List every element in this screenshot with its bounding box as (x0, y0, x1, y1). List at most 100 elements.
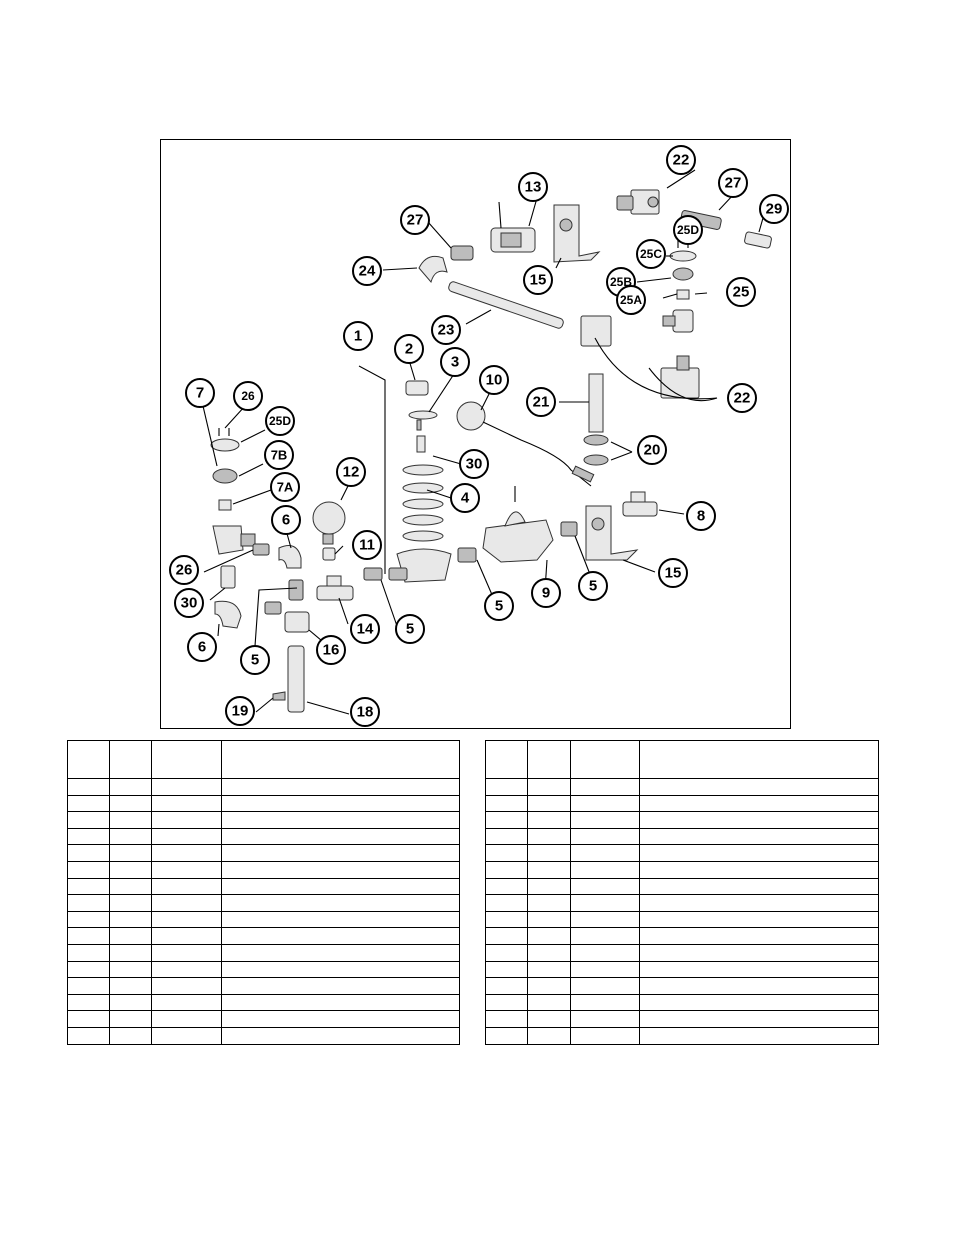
svg-text:4: 4 (461, 490, 470, 507)
part-22-box-right (660, 367, 700, 399)
callout-25C-left: 25D (265, 406, 295, 436)
svg-text:25: 25 (733, 284, 750, 301)
table-cell (109, 977, 152, 995)
part-1-assembly (388, 380, 452, 583)
part-6-elbow-top (278, 545, 302, 569)
table-cell (485, 894, 528, 912)
table-row (67, 860, 460, 879)
table-cell (221, 960, 460, 979)
callout-9: 9 (531, 578, 561, 608)
svg-text:30: 30 (181, 595, 198, 612)
callout-30: 30 (174, 588, 204, 618)
callout-11: 11 (352, 530, 382, 560)
table-cell (151, 927, 222, 945)
table-cell (151, 827, 222, 846)
table-row (67, 844, 460, 862)
callout-7A: 7A (270, 472, 300, 502)
part-23-pipe (448, 281, 564, 329)
callout-8: 8 (686, 501, 716, 531)
callout-25C-right: 25C (636, 239, 666, 269)
callouts: 27 13 15 22 27 29 24 25D 25C 25B 25A 25 … (169, 145, 789, 727)
callout-1: 1 (343, 321, 373, 351)
table-header-row (485, 740, 879, 779)
table-cell (639, 927, 879, 945)
table-cell (570, 927, 640, 945)
table-cell (639, 960, 879, 979)
part-9-regulator (482, 486, 554, 563)
table-cell (527, 894, 571, 912)
table-cell (570, 977, 640, 995)
table-cell (527, 740, 571, 779)
table-cell (570, 844, 640, 862)
callout-5-c: 5 (395, 614, 425, 644)
callout-6-bottom: 6 (187, 632, 217, 662)
table-cell (67, 1010, 110, 1028)
svg-text:2: 2 (405, 341, 413, 358)
svg-text:14: 14 (357, 621, 374, 638)
table-cell (570, 910, 640, 929)
table-cell (221, 877, 460, 896)
part-27-left (450, 245, 474, 261)
table-row (485, 927, 879, 945)
exploded-parts-diagram: 27 13 15 22 27 29 24 25D 25C 25B 25A 25 … (160, 139, 791, 729)
table-cell (485, 860, 528, 879)
leader-lines (202, 169, 764, 715)
table-cell (570, 993, 640, 1012)
part-15-bracket-top (553, 204, 601, 263)
svg-text:7A: 7A (277, 480, 294, 495)
table-row (67, 1026, 460, 1045)
table-cell (527, 1010, 571, 1028)
table-cell (67, 794, 110, 813)
table-cell (570, 811, 640, 829)
callout-28: 29 (759, 194, 789, 224)
table-cell (67, 740, 110, 779)
table-row (67, 894, 460, 912)
table-row (67, 977, 460, 995)
svg-text:26: 26 (241, 389, 255, 403)
part-20-nut-bottom (583, 454, 609, 466)
table-cell (151, 910, 222, 929)
table-row (485, 910, 879, 929)
part-16-union (284, 611, 310, 633)
svg-text:25C: 25C (640, 247, 662, 261)
table-cell (570, 794, 640, 813)
svg-text:6: 6 (198, 639, 206, 656)
table-cell (109, 1010, 152, 1028)
svg-text:10: 10 (486, 372, 503, 389)
part-7-assembly (210, 428, 256, 555)
callout-10: 10 (479, 365, 509, 395)
svg-text:11: 11 (359, 537, 375, 554)
table-cell (485, 1026, 528, 1045)
table-row (67, 960, 460, 979)
table-cell (67, 910, 110, 929)
svg-text:1: 1 (354, 328, 362, 345)
table-cell (221, 844, 460, 862)
callout-22-top: 22 (666, 145, 696, 175)
table-cell (570, 943, 640, 962)
svg-text:30: 30 (466, 456, 483, 473)
callout-5-d: 5 (240, 645, 270, 675)
callout-22-bottom: 22 (727, 383, 757, 413)
table-cell (485, 827, 528, 846)
table-cell (151, 811, 222, 829)
svg-text:29: 29 (766, 201, 783, 218)
table-row (485, 977, 879, 995)
table-cell (151, 860, 222, 879)
callout-25D-left: 26 (233, 381, 263, 411)
table-cell (109, 778, 152, 796)
part-11-fitting (322, 547, 336, 561)
table-cell (485, 811, 528, 829)
callout-18: 18 (350, 697, 380, 727)
table-cell (67, 844, 110, 862)
table-row (67, 1010, 460, 1028)
table-cell (485, 927, 528, 945)
callout-27-right: 27 (718, 168, 748, 198)
table-cell (221, 927, 460, 945)
callout-25A: 25A (616, 285, 646, 315)
table-cell (151, 1026, 222, 1045)
table-cell (639, 860, 879, 879)
callout-15-top: 15 (523, 265, 553, 295)
callout-23: 23 (431, 315, 461, 345)
table-cell (221, 943, 460, 962)
table-cell (485, 910, 528, 929)
